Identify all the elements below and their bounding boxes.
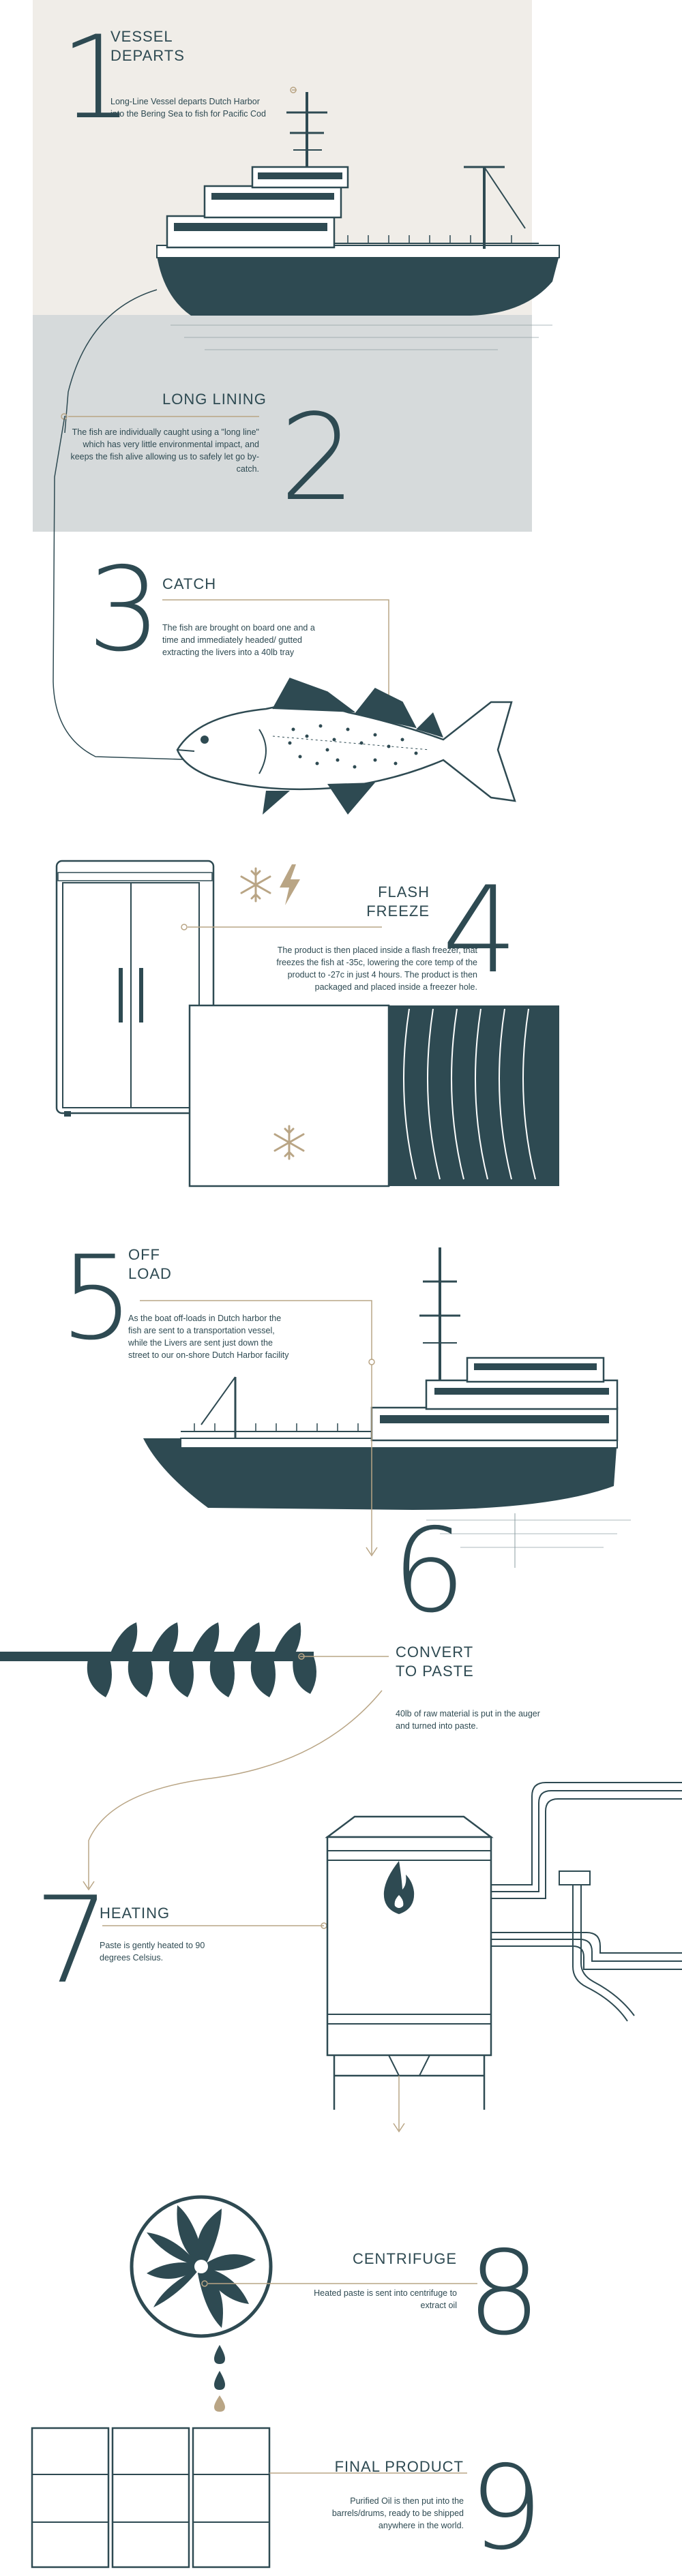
vessel-illustration bbox=[140, 1247, 631, 1568]
step-7-title: HEATING bbox=[100, 1905, 170, 1922]
vessel-illustration bbox=[64, 87, 560, 434]
step-6-number: 6 bbox=[392, 1504, 466, 1639]
step-1-title-line1: VESSEL bbox=[110, 28, 173, 45]
step-6-connector bbox=[83, 1690, 383, 1891]
step-5-title: OFF LOAD bbox=[128, 1245, 172, 1283]
step-2-number: 2 bbox=[280, 389, 356, 528]
step-6-title-line1: CONVERT bbox=[396, 1643, 474, 1661]
section-background-water bbox=[33, 315, 532, 532]
oil-drop-icon bbox=[214, 2345, 225, 2412]
step-9-description: Purified Oil is then put into the barrel… bbox=[331, 2496, 464, 2531]
step-7-number: 7 bbox=[34, 1872, 110, 2010]
step-9-title: FINAL PRODUCT bbox=[334, 2458, 464, 2475]
heater-illustration bbox=[102, 1782, 682, 2133]
step-7-description: Paste is gently heated to 90 degrees Cel… bbox=[100, 1941, 205, 1963]
step-6-description: 40lb of raw material is put in the auger… bbox=[396, 1709, 540, 1731]
step-8-title: CENTRIFUGE bbox=[353, 2250, 457, 2267]
step-4-title: FLASH FREEZE bbox=[314, 883, 430, 920]
step-1-number: 1 bbox=[60, 11, 133, 145]
cod-fish-illustration bbox=[176, 678, 516, 815]
step-2-description: The fish are individually caught using a… bbox=[70, 427, 259, 474]
step-8-number: 8 bbox=[467, 2226, 542, 2361]
barrels-illustration bbox=[31, 2427, 467, 2569]
step-6-title: CONVERT TO PASTE bbox=[396, 1643, 474, 1680]
step-1-description: Long-Line Vessel departs Dutch Harbor in… bbox=[110, 97, 266, 119]
step-8-description: Heated paste is sent into centrifuge to … bbox=[314, 2288, 457, 2311]
step-5-description: As the boat off-loads in Dutch harbor th… bbox=[128, 1314, 289, 1361]
step-4-title-line1: FLASH bbox=[378, 883, 430, 900]
step-1-title-line2: DEPARTS bbox=[110, 46, 185, 64]
step-4-title-line2: FREEZE bbox=[366, 902, 430, 920]
auger-illustration bbox=[0, 1622, 389, 1697]
step-3-number: 3 bbox=[87, 543, 162, 678]
snowflake-icon bbox=[273, 1125, 305, 1160]
step-6-title-line2: TO PASTE bbox=[396, 1662, 474, 1680]
snowflake-icon bbox=[240, 867, 271, 903]
step-5-number: 5 bbox=[60, 1231, 134, 1366]
step-2-title: LONG LINING bbox=[162, 391, 267, 408]
step-1-title: VESSEL DEPARTS bbox=[110, 27, 185, 65]
step-4-description: The product is then placed inside a flas… bbox=[276, 945, 477, 992]
step-5-title-line2: LOAD bbox=[128, 1264, 172, 1282]
step-4-number: 4 bbox=[442, 862, 518, 1000]
step-3-title: CATCH bbox=[162, 575, 217, 592]
step-9-number: 9 bbox=[469, 2441, 544, 2576]
lightning-icon bbox=[280, 864, 300, 905]
flame-icon bbox=[383, 1861, 415, 1914]
step-3-description: The fish are brought on board one and a … bbox=[162, 623, 315, 658]
centrifuge-illustration bbox=[130, 2195, 273, 2338]
step-5-title-line1: OFF bbox=[128, 1246, 160, 1263]
